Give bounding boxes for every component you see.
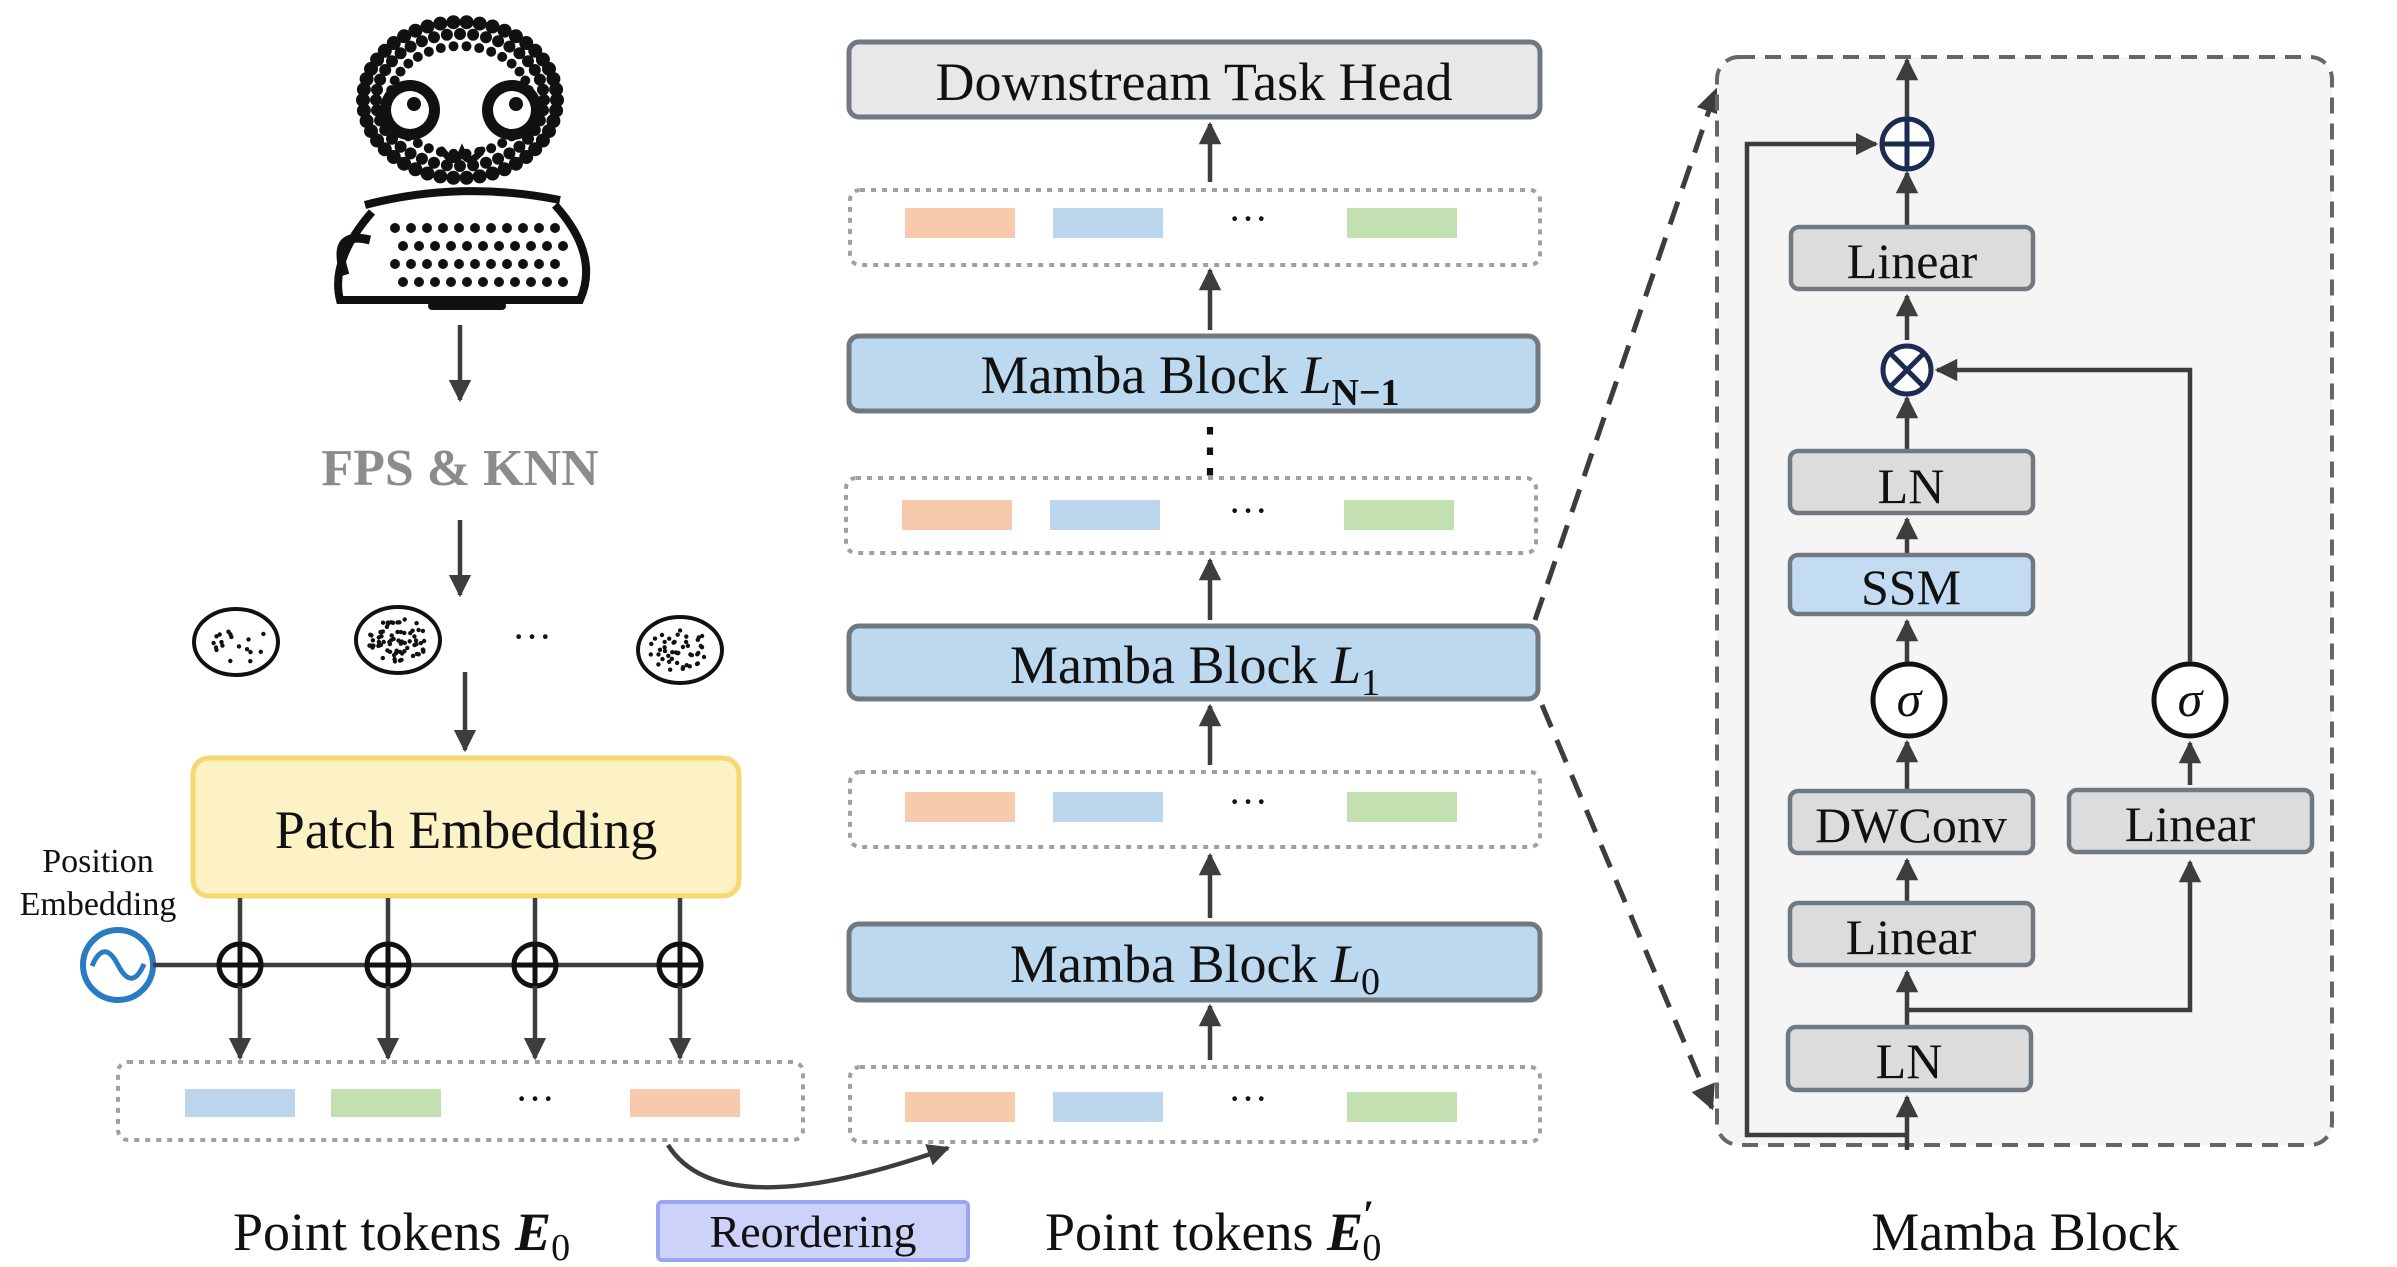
position-add-icon xyxy=(364,898,412,1061)
position-add-icon xyxy=(656,898,704,1061)
fps-knn-label: FPS & KNN xyxy=(321,440,598,497)
reordering-box xyxy=(656,1200,970,1262)
ln-in-box xyxy=(1785,1024,2034,1093)
ssm-label: SSM xyxy=(1861,559,1961,615)
gate-to-multiply xyxy=(1934,358,2193,662)
sigma-left-label: σ xyxy=(1897,671,1924,727)
token-green xyxy=(1347,208,1457,238)
token-orange xyxy=(905,1092,1015,1122)
token-green xyxy=(1344,500,1454,530)
token-row-e0 xyxy=(116,1060,805,1142)
mamba-block-ln-1 xyxy=(846,333,1541,414)
zoom-line-bottom xyxy=(1539,704,1715,1111)
token-ellipsis: ··· xyxy=(1228,1076,1268,1121)
vertical-ellipsis: ⋮ xyxy=(1180,417,1240,483)
token-green xyxy=(331,1089,441,1117)
ln-in-label: LN xyxy=(1876,1033,1943,1089)
downstream-task-head-box xyxy=(846,39,1543,120)
patch-icon xyxy=(354,605,442,675)
position-add-icon xyxy=(511,898,559,1061)
token-green xyxy=(1347,792,1457,822)
linear-gate-box xyxy=(2066,787,2315,855)
token-orange xyxy=(902,500,1012,530)
mamba-block-detail-title: Mamba Block xyxy=(1871,1202,2178,1262)
linear-in-left-label: Linear xyxy=(1846,909,1977,965)
reordering-arrow xyxy=(666,1143,951,1190)
token-blue xyxy=(1050,500,1160,530)
point-tokens-e0-prime-label: Point tokens E′0 xyxy=(1045,1192,1381,1267)
position-embedding-label-1: Position xyxy=(42,843,153,880)
mamba-block-ln-1-label: Mamba Block LN−1 xyxy=(980,345,1399,414)
position-embedding-label-2: Embedding xyxy=(20,886,177,923)
token-ellipsis: ··· xyxy=(1228,488,1268,533)
zoom-line-top xyxy=(1532,87,1721,621)
residual-skip-line xyxy=(1744,132,1907,1138)
token-blue xyxy=(185,1089,295,1117)
sigma-right-icon xyxy=(2151,661,2229,739)
reordering-label: Reordering xyxy=(710,1206,917,1257)
sigma-left-icon xyxy=(1870,661,1948,739)
mamba-block-l0 xyxy=(846,921,1543,1003)
token-blue xyxy=(1053,792,1163,822)
token-row xyxy=(848,770,1542,849)
ssm-box xyxy=(1787,552,2036,617)
token-ellipsis: ··· xyxy=(515,1076,555,1121)
token-orange xyxy=(905,792,1015,822)
token-green xyxy=(1347,1092,1457,1122)
token-blue xyxy=(1053,1092,1163,1122)
token-ellipsis: ··· xyxy=(1228,779,1268,824)
point-patches: ··· xyxy=(192,605,724,685)
linear-out-box xyxy=(1788,224,2036,292)
multiply-icon xyxy=(1880,343,1934,397)
token-orange xyxy=(905,208,1015,238)
linear-gate-label: Linear xyxy=(2125,796,2256,852)
token-ellipsis: ··· xyxy=(1228,196,1268,241)
token-row-e0-prime xyxy=(848,1065,1542,1144)
ln-mid-label: LN xyxy=(1878,458,1945,514)
patch-ellipsis: ··· xyxy=(512,614,552,659)
token-orange xyxy=(630,1089,740,1117)
downstream-task-head-label: Downstream Task Head xyxy=(935,52,1452,112)
point-tokens-e0-label: Point tokens E0 xyxy=(233,1202,570,1267)
ln-mid-box xyxy=(1787,448,2036,516)
mascot-point-cloud-icon xyxy=(334,15,591,310)
patch-icon xyxy=(636,615,724,685)
sigma-right-label: σ xyxy=(2178,671,2205,727)
token-blue xyxy=(1053,208,1163,238)
linear-in-left-box xyxy=(1787,900,2036,968)
patch-icon xyxy=(192,607,280,677)
position-embedding-icon xyxy=(80,927,156,1003)
mamba-block-l1 xyxy=(846,623,1541,702)
linear-out-label: Linear xyxy=(1847,233,1978,289)
dwconv-box xyxy=(1787,788,2036,856)
mamba-block-l0-label: Mamba Block L0 xyxy=(1010,934,1380,1003)
dwconv-label: DWConv xyxy=(1815,797,2007,853)
patch-embedding-label: Patch Embedding xyxy=(275,800,657,860)
token-row xyxy=(844,476,1538,555)
branch-to-linear-right xyxy=(1907,859,2202,1013)
mamba-block-l1-label: Mamba Block L1 xyxy=(1010,635,1380,704)
position-add-icon xyxy=(216,898,264,1061)
patch-embedding-box xyxy=(190,755,742,899)
residual-add-icon xyxy=(1879,116,1935,172)
